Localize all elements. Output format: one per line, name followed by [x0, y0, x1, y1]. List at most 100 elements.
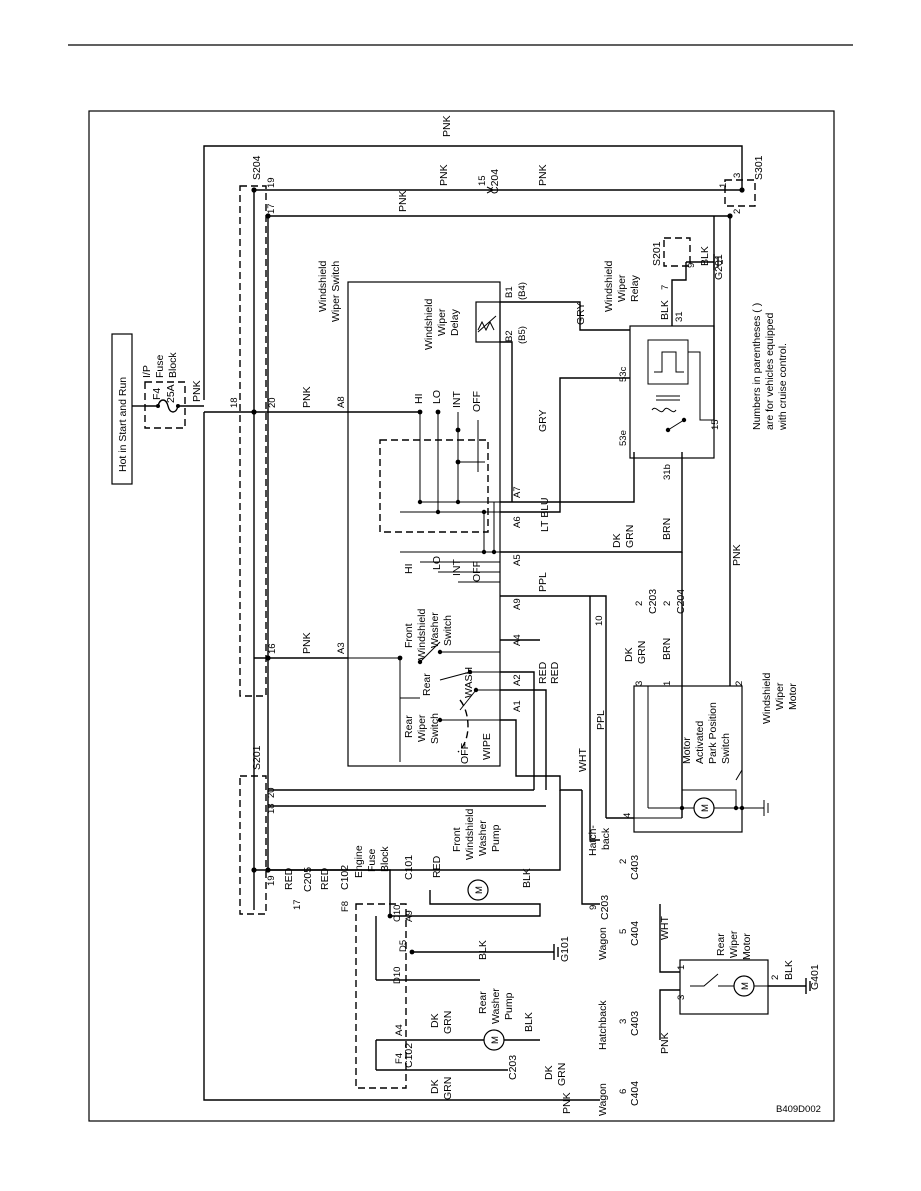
label-b5: (B5)	[517, 326, 528, 344]
label-n20: 20	[267, 397, 278, 408]
label-f4-amp: 25A	[165, 384, 177, 403]
label-gry-top: GRY	[575, 302, 587, 325]
lower-red-wires	[253, 789, 561, 910]
label-red-pump: RED	[431, 855, 443, 878]
switch-feed-wires	[204, 411, 348, 659]
label-n2-c403: 2	[618, 859, 629, 864]
label-front-pump3: Washer	[477, 820, 489, 856]
label-n3-s301: 3	[732, 173, 743, 178]
label-n3-motor: 3	[634, 681, 645, 686]
label-blk-relay: BLK	[659, 300, 671, 320]
label-n2-c204: 2	[662, 601, 673, 606]
label-red-b: RED	[549, 661, 561, 684]
label-f8: F8	[340, 901, 351, 912]
label-blk-rp: BLK	[523, 1012, 535, 1032]
label-ppl-a: PPL	[537, 572, 549, 592]
label-15: 15	[710, 419, 721, 430]
label-pnk-190b: PNK	[537, 164, 549, 186]
label-pnk-216: PNK	[397, 190, 409, 212]
rear-washer-pump	[483, 1029, 505, 1051]
splice-s201-lower	[239, 775, 267, 915]
label-n19-s204: 19	[266, 177, 277, 188]
label-n2-motor: 2	[734, 681, 745, 686]
label-delay: Windshield	[423, 298, 435, 350]
label-park2: Activated	[694, 721, 706, 764]
label-ws-switch2: Wiper Switch	[330, 261, 342, 322]
label-hi-low: HI	[403, 564, 415, 575]
label-relay2: Wiper	[616, 274, 628, 302]
label-hatchback-a: Hatch-	[587, 825, 599, 856]
label-n17-c205: 17	[292, 899, 303, 910]
label-a1: A1	[512, 700, 523, 712]
label-n9-c203: 9	[588, 905, 599, 910]
label-n20-s201: 20	[266, 787, 277, 798]
label-pnk-190: PNK	[438, 164, 450, 186]
label-front-pump2: Windshield	[464, 808, 476, 860]
wiper-motor-m: M	[700, 804, 711, 812]
label-s204: S204	[251, 155, 263, 180]
washer-switch-contacts	[348, 641, 500, 762]
pnk-feed-wires	[203, 145, 743, 1101]
label-s201-lower: S201	[251, 745, 263, 770]
label-pnk-right: PNK	[731, 544, 743, 566]
label-wash: WASH	[463, 667, 475, 698]
note-line3: with cruise control.	[777, 343, 789, 431]
label-rear-motor3: Motor	[741, 933, 753, 960]
label-relay: Windshield	[603, 260, 615, 312]
label-motor2: Wiper	[774, 682, 786, 710]
label-hatchback-a2: back	[600, 827, 612, 850]
label-lo-top: LO	[431, 390, 443, 404]
label-a5: A5	[512, 554, 523, 566]
label-a9: A9	[512, 598, 523, 610]
label-front-pump: Front	[451, 827, 463, 852]
ganged-switch-link	[379, 439, 489, 533]
label-n18: 18	[229, 397, 240, 408]
label-g401: G401	[809, 964, 821, 990]
label-front-washer-sw3: Washer	[429, 612, 441, 648]
label-pnk-fuse: PNK	[191, 380, 203, 402]
label-red-a: RED	[537, 661, 549, 684]
label-n1-motor: 1	[662, 681, 673, 686]
label-n2-s301: 2	[732, 209, 743, 214]
splice-s204	[239, 185, 267, 697]
label-engine-fuse3: Block	[379, 846, 391, 872]
label-rear-wiper-sw2: Wiper	[416, 714, 428, 742]
label-pnk-top: PNK	[441, 115, 453, 137]
label-n7: 7	[660, 285, 671, 290]
label-rear: Rear	[421, 673, 433, 696]
label-a2: A2	[512, 674, 523, 686]
label-dkgrn-c2: GRN	[442, 1077, 454, 1100]
label-pnk-a8: PNK	[301, 386, 313, 408]
label-rear-pump2: Washer	[490, 988, 502, 1024]
label-f4: F4	[151, 388, 163, 400]
label-c101: C101	[403, 855, 415, 880]
label-31b: 31b	[662, 464, 673, 480]
label-blk-g101: BLK	[477, 940, 489, 960]
label-n17-s204: 17	[266, 203, 277, 214]
label-c404-b: C404	[629, 1081, 641, 1106]
label-a6: A6	[512, 516, 523, 528]
label-delay2: Wiper	[436, 308, 448, 336]
label-front-pump4: Pump	[490, 824, 502, 852]
label-dkgrn-rp: DK	[429, 1013, 441, 1028]
label-off-rear: OFF	[459, 743, 471, 764]
label-pnk-low: PNK	[561, 1092, 573, 1114]
windshield-wiper-switch	[347, 281, 501, 767]
label-dkgrn-b2: GRN	[636, 641, 648, 664]
label-c204-mid: C204	[675, 589, 687, 614]
note-line1: Numbers in parentheses ( )	[751, 303, 763, 430]
label-n15-c204: 15	[477, 175, 488, 186]
front-washer-pump	[467, 879, 489, 901]
label-fuse: Fuse	[154, 354, 166, 378]
front-pump-m: M	[474, 886, 485, 894]
label-pnk-a3: PNK	[301, 632, 313, 654]
label-motor: Windshield	[761, 672, 773, 724]
note-line2: are for vehicles equipped	[764, 313, 776, 430]
label-off-low: OFF	[471, 561, 483, 582]
label-b2: B2	[504, 330, 515, 342]
label-a3: A3	[336, 642, 347, 654]
label-rear-wiper-sw: Rear	[403, 715, 415, 738]
label-dkgrn-a2: GRN	[624, 525, 636, 548]
fuse-f4-symbol	[145, 399, 204, 413]
label-53e: 53e	[618, 430, 629, 446]
